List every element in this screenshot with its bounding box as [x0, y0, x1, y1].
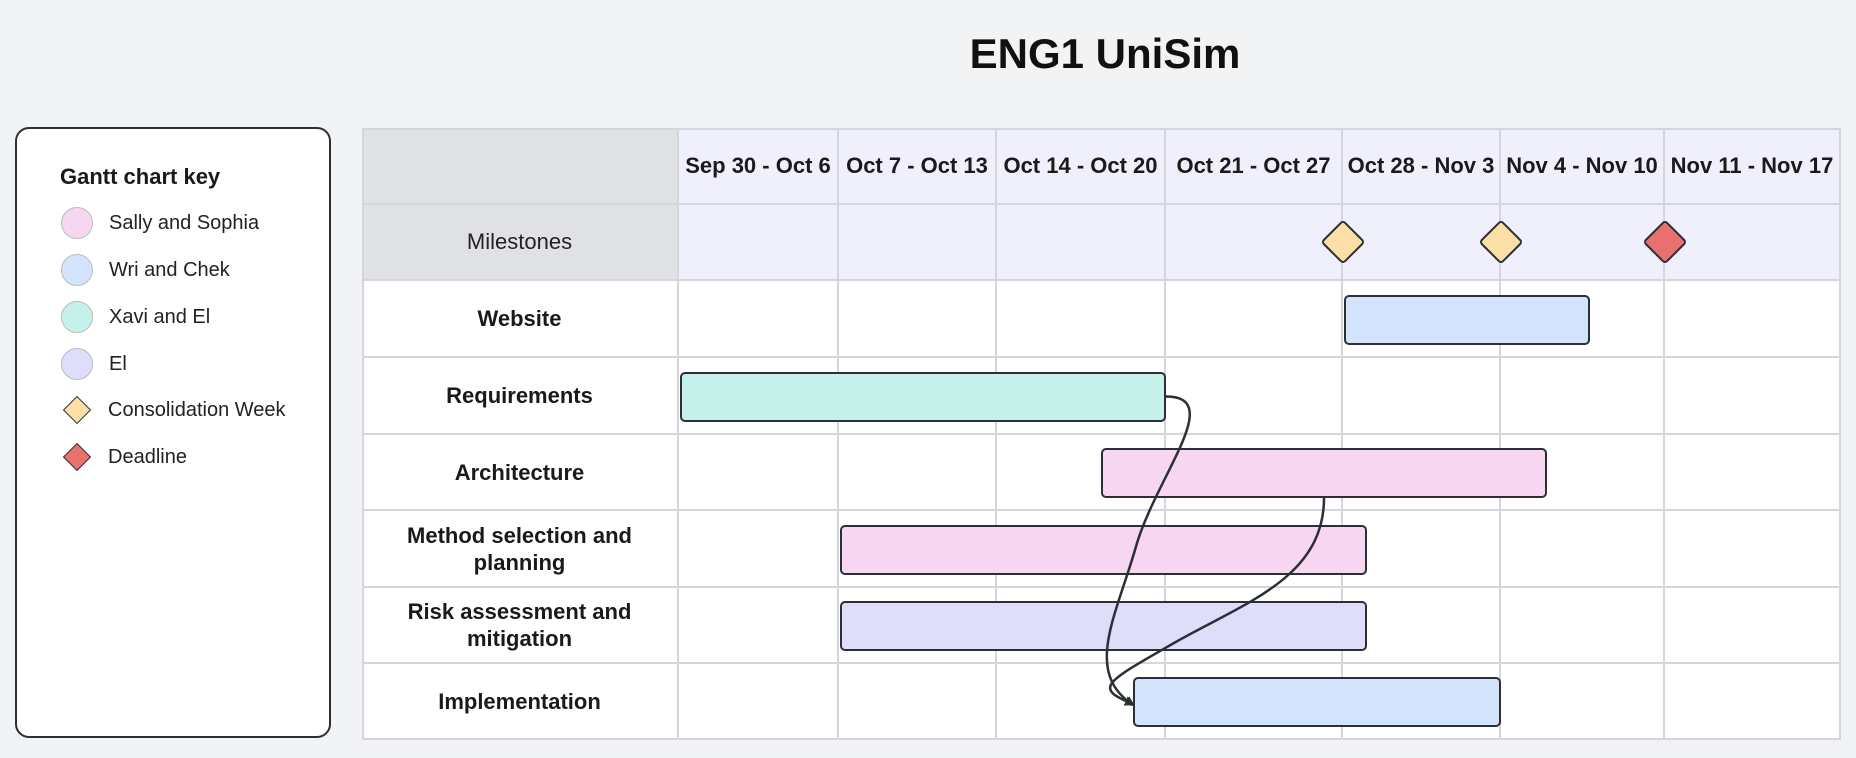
key-item-label: El — [109, 352, 127, 375]
grid-cell — [679, 664, 839, 740]
task-bar-architecture[interactable] — [1101, 448, 1547, 498]
key-item-el: El — [60, 347, 320, 381]
grid-cell — [839, 435, 997, 511]
milestone-cell — [679, 205, 839, 281]
key-item-deadline: Deadline — [60, 440, 320, 474]
week-header: Nov 11 - Nov 17 — [1665, 128, 1841, 205]
key-item-consolidation-week: Consolidation Week — [60, 393, 320, 427]
key-item-label: Xavi and El — [109, 305, 211, 328]
week-header: Oct 21 - Oct 27 — [1166, 128, 1343, 205]
task-bar-requirements[interactable] — [680, 371, 1166, 422]
task-label-website: Website — [362, 281, 679, 358]
task-label-implementation: Implementation — [362, 664, 679, 740]
grid-cell — [839, 664, 997, 740]
grid-cell — [1343, 358, 1501, 435]
grid-cell — [997, 281, 1166, 358]
grid-cell — [1665, 588, 1841, 664]
gantt-key-title: Gantt chart key — [60, 164, 221, 189]
week-header: Nov 4 - Nov 10 — [1501, 128, 1665, 205]
diamond-icon — [62, 395, 92, 425]
task-label-architecture: Architecture — [362, 435, 679, 511]
grid-cell — [1665, 281, 1841, 358]
grid-cell — [679, 588, 839, 664]
grid-cell — [1665, 664, 1841, 740]
grid-cell — [1665, 435, 1841, 511]
key-item-label: Sally and Sophia — [109, 211, 260, 234]
milestones-label: Milestones — [362, 205, 679, 281]
key-item-label: Deadline — [108, 445, 187, 468]
grid-cell — [1501, 664, 1665, 740]
grid-cell — [1343, 511, 1501, 588]
task-bar-method-selection-and-planning[interactable] — [840, 524, 1367, 575]
week-header: Oct 14 - Oct 20 — [997, 128, 1166, 205]
milestone-cell — [1343, 205, 1501, 281]
grid-cell — [839, 281, 997, 358]
grid-cell — [679, 511, 839, 588]
color-swatch-icon — [61, 254, 93, 286]
week-header: Oct 28 - Nov 3 — [1343, 128, 1501, 205]
grid-cell — [1501, 358, 1665, 435]
header-corner — [362, 128, 679, 205]
color-swatch-icon — [61, 207, 93, 239]
color-swatch-icon — [61, 301, 93, 333]
key-item-xavi-and-el: Xavi and El — [60, 300, 320, 334]
milestone-cell — [1501, 205, 1665, 281]
milestone-cell — [997, 205, 1166, 281]
task-label-method-selection-and-planning: Method selection and planning — [362, 511, 679, 588]
chart-title: ENG1 UniSim — [969, 30, 1241, 77]
task-label-risk-assessment-and-mitigation: Risk assessment and mitigation — [362, 588, 679, 664]
color-swatch-icon — [61, 348, 93, 380]
week-header: Sep 30 - Oct 6 — [679, 128, 839, 205]
task-bar-risk-assessment-and-mitigation[interactable] — [840, 601, 1367, 651]
milestone-cell — [1166, 205, 1343, 281]
grid-cell — [1343, 588, 1501, 664]
grid-cell — [1166, 281, 1343, 358]
grid-cell — [679, 435, 839, 511]
key-item-wri-and-chek: Wri and Chek — [60, 253, 320, 287]
task-bar-website[interactable] — [1344, 294, 1590, 345]
milestone-cell — [1665, 205, 1841, 281]
milestone-cell — [839, 205, 997, 281]
grid-cell — [1665, 511, 1841, 588]
grid-cell — [1166, 358, 1343, 435]
week-header: Oct 7 - Oct 13 — [839, 128, 997, 205]
grid-cell — [1665, 358, 1841, 435]
grid-cell — [1501, 511, 1665, 588]
key-item-label: Wri and Chek — [109, 258, 230, 281]
grid-cell — [679, 281, 839, 358]
key-item-sally-and-sophia: Sally and Sophia — [60, 206, 320, 240]
grid-cell — [1501, 588, 1665, 664]
task-bar-implementation[interactable] — [1133, 677, 1501, 727]
task-label-requirements: Requirements — [362, 358, 679, 435]
diamond-icon — [62, 442, 92, 472]
key-item-label: Consolidation Week — [108, 398, 286, 421]
